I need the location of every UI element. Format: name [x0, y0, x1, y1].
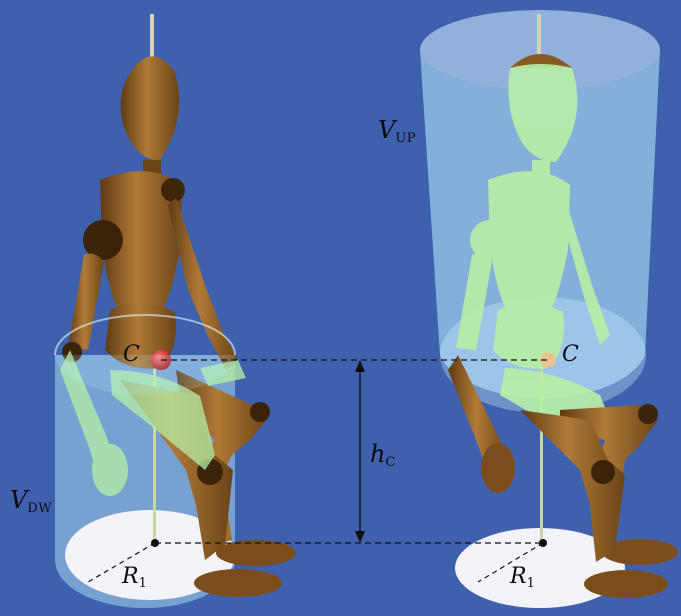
label-r1-right: R1: [510, 566, 535, 590]
head-left: [121, 56, 179, 160]
far-foot-left: [216, 540, 296, 566]
label-v-up: VUP: [378, 118, 416, 145]
label-v-dw: VDW: [10, 488, 52, 515]
right-mannequin: [420, 10, 678, 608]
label-c-left: C: [123, 344, 140, 366]
label-h-c: hC: [370, 442, 396, 469]
left-mannequin: [55, 14, 296, 608]
near-foot-left: [194, 569, 282, 597]
near-upper-arm-left: [68, 254, 104, 350]
base-center-dot-left: [151, 539, 159, 547]
height-dimension-arrow: [355, 360, 365, 543]
base-center-dot-right: [539, 539, 547, 547]
label-r1-left: R1: [122, 566, 147, 590]
support-rod-top-right: [537, 14, 541, 56]
far-arm-left: [168, 198, 238, 370]
label-c-right: C: [562, 344, 579, 366]
